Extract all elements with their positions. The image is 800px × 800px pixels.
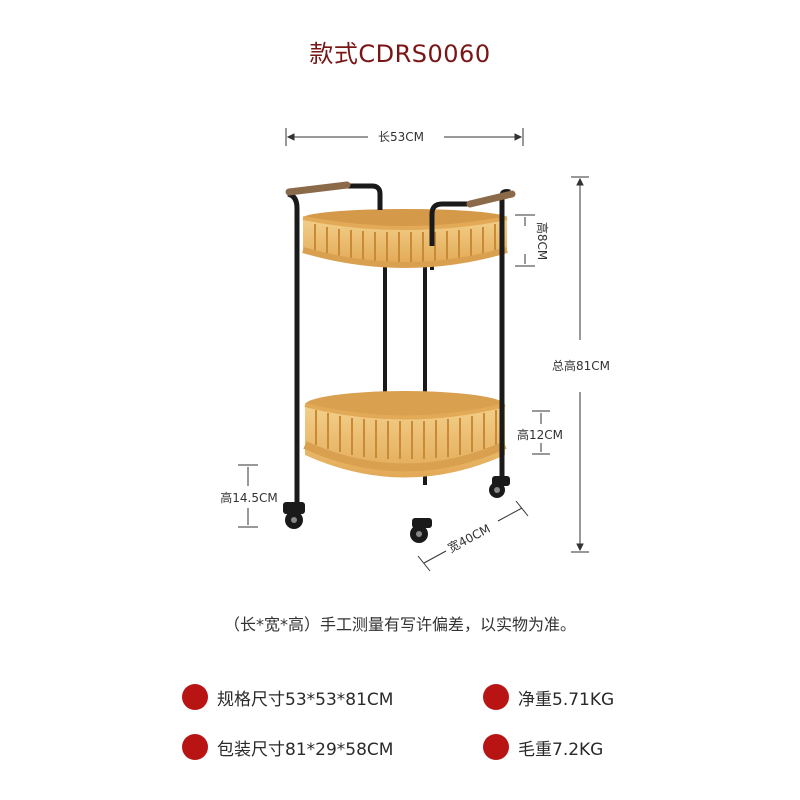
spec-item-gross-weight: 毛重7.2KG (483, 734, 603, 760)
bullet-dot-icon (182, 684, 208, 710)
length-label: 长53CM (378, 130, 424, 144)
width-label: 宽40CM (445, 521, 493, 556)
width-dimension-line (417, 500, 529, 572)
spec-item-net-weight: 净重5.71KG (483, 684, 614, 710)
total-height-label: 总高81CM (552, 358, 610, 373)
tray-bottom-dimension-line (532, 410, 550, 455)
trolley-illustration (283, 181, 516, 543)
clearance-dimension-line (238, 464, 258, 528)
total-height-dimension-line (571, 176, 589, 553)
tray-bottom-height-label: 高12CM (517, 427, 563, 442)
spec-size-label: 规格尺寸53*53*81CM (217, 689, 394, 710)
measurement-note: （长*宽*高）手工测量有写许偏差，以实物为准。 (223, 615, 576, 634)
clearance-label: 高14.5CM (220, 490, 277, 505)
bullet-dot-icon (483, 734, 509, 760)
bullet-dot-icon (182, 734, 208, 760)
tray-top-height-label: 高8CM (535, 222, 550, 260)
tray-top-dimension-line (515, 214, 535, 267)
bullet-dot-icon (483, 684, 509, 710)
spec-item-size: 规格尺寸53*53*81CM (182, 684, 393, 710)
spec-net-weight-label: 净重5.71KG (518, 689, 615, 710)
spec-item-package-size: 包装尺寸81*29*58CM (182, 734, 393, 760)
spec-package-size-label: 包装尺寸81*29*58CM (217, 739, 394, 760)
length-dimension-line (285, 128, 524, 146)
spec-gross-weight-label: 毛重7.2KG (518, 739, 604, 760)
page-title: 款式CDRS0060 (309, 40, 491, 68)
